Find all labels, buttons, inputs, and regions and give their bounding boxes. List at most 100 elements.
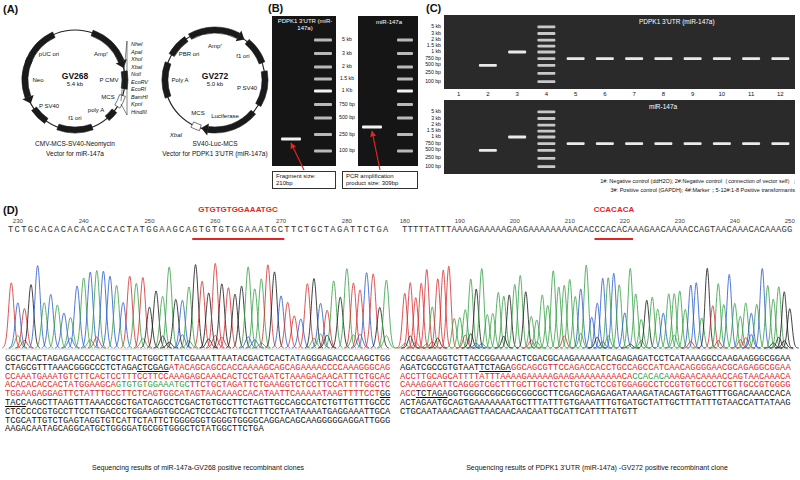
gel-band (771, 57, 789, 60)
ladder-label: 3 kb (431, 31, 441, 37)
trace-peak (42, 294, 60, 347)
gel-band (314, 150, 332, 153)
site-label: HindIII (131, 108, 147, 114)
vector-caption: SV40-Luc-MCS (192, 140, 237, 147)
trace-peak (62, 338, 80, 348)
ladder-label: 750 bp (425, 141, 441, 147)
ladder-label: 250 bp (425, 156, 441, 162)
lane-number: 11 (748, 91, 754, 98)
base-calls: TTTTTATTTAAAAGAAAAAGAAGAAAAAAAAACACCCACA… (402, 226, 792, 236)
position-number: 200 (510, 218, 520, 225)
sequence-segment: GGTGGGGCGGCGGCGGCGCTTCGAGCAGAGAGATAAAGAT… (400, 389, 791, 417)
gel-band (625, 57, 643, 60)
trace-peak (412, 283, 430, 348)
lane-number: 2 (486, 91, 489, 98)
position-number: 240 (79, 218, 89, 225)
gel-band (537, 25, 555, 28)
chromatogram-baseline (399, 349, 795, 350)
ladder-label: 3 kb (342, 51, 352, 57)
sequence-block: ACCGAAAGGTCTTACCGGAAAACTCGACGCAAGAAAAATC… (400, 355, 794, 417)
trace-peak (451, 317, 469, 348)
ladder-label: 500 bp (425, 147, 441, 153)
trace-peak (200, 293, 218, 348)
trace-peak (187, 265, 205, 348)
lane-number: 9 (691, 91, 694, 98)
trace-peak (643, 297, 661, 348)
ladder-label: 750 bp (339, 102, 355, 108)
trace-peak (344, 283, 362, 348)
gel-band (397, 52, 413, 55)
plasmid-name: GV272 (202, 72, 228, 82)
gel-band (508, 51, 526, 54)
trace-peak (81, 272, 99, 348)
gel-band (567, 57, 585, 60)
plasmid-feature (162, 62, 171, 98)
trace-peak (94, 271, 112, 348)
callout-text: Fragment size: 210bp (276, 173, 332, 187)
feature-label: f1 ori (68, 115, 81, 122)
gel-band (397, 78, 413, 81)
gel-band (654, 142, 672, 145)
gel-band (537, 124, 555, 127)
position-number: 250 (785, 218, 795, 225)
position-number: 250 (144, 218, 154, 225)
gel-band (537, 39, 555, 42)
highlight-bar (192, 238, 284, 240)
trace-peak (68, 286, 86, 348)
plasmid-feature (189, 27, 240, 39)
gel-band (537, 130, 555, 133)
trace-peak (233, 286, 251, 348)
trace-peak (544, 271, 562, 348)
trace-peak (265, 272, 283, 348)
trace-peak (599, 278, 617, 348)
trace-peak (35, 303, 53, 348)
trace-peak (371, 307, 389, 348)
lane-number: 5 (574, 91, 577, 98)
trace-peak (555, 285, 573, 348)
trace-peak (167, 299, 185, 348)
feature-label: MCS (191, 110, 204, 117)
ladder-label: 250 bp (339, 132, 355, 138)
gel-image: PDPK1 3'UTR (miR-147a) (444, 15, 795, 89)
trace-peak (226, 294, 244, 348)
gel-band (397, 39, 413, 42)
position-number: 240 (730, 218, 740, 225)
gel-band (397, 150, 413, 153)
trace-peak (252, 279, 270, 348)
gel-title: miR-147a (360, 19, 418, 26)
gel-band (508, 136, 526, 139)
plasmid-feature (191, 122, 201, 131)
gel-band (314, 103, 332, 106)
trace-peak (572, 333, 590, 348)
feature-label: P CMV (100, 77, 119, 84)
gel-band (537, 136, 555, 139)
gel-band (537, 149, 555, 152)
chromatogram (396, 238, 799, 349)
feature-arrowhead (22, 95, 33, 103)
sequence-segment: GTGTGTGGAAATGC (116, 380, 190, 390)
plasmid-size: 5.4 kb (62, 81, 88, 88)
ladder-label: 5 kb (342, 37, 352, 43)
site-label: EcoRV (131, 78, 148, 84)
trace-peak (605, 273, 623, 348)
trace-peak (720, 274, 738, 348)
trace-peak (2, 283, 20, 348)
lane-number: 6 (603, 91, 606, 98)
trace-peak (193, 281, 211, 348)
panel-letter: (C) (426, 2, 441, 14)
feature-label: Poly A (171, 77, 188, 84)
mcs-leader (121, 41, 127, 101)
gel-band (314, 39, 332, 42)
plasmid-feature (32, 107, 48, 123)
callout-text: PCR amplification product size: 309bp (346, 173, 414, 187)
gel-band (537, 64, 555, 67)
gel-band (596, 142, 614, 145)
vector-caption: Vector for miR-147a (46, 150, 104, 157)
site-label: KpnI (131, 101, 142, 107)
trace-peak (62, 317, 80, 348)
trace-peak (292, 319, 310, 348)
gel-band (625, 142, 643, 145)
sequence-segment: CCACACA (632, 372, 669, 382)
ladder-label: 100 bp (425, 79, 441, 85)
trace-peak (147, 291, 165, 348)
